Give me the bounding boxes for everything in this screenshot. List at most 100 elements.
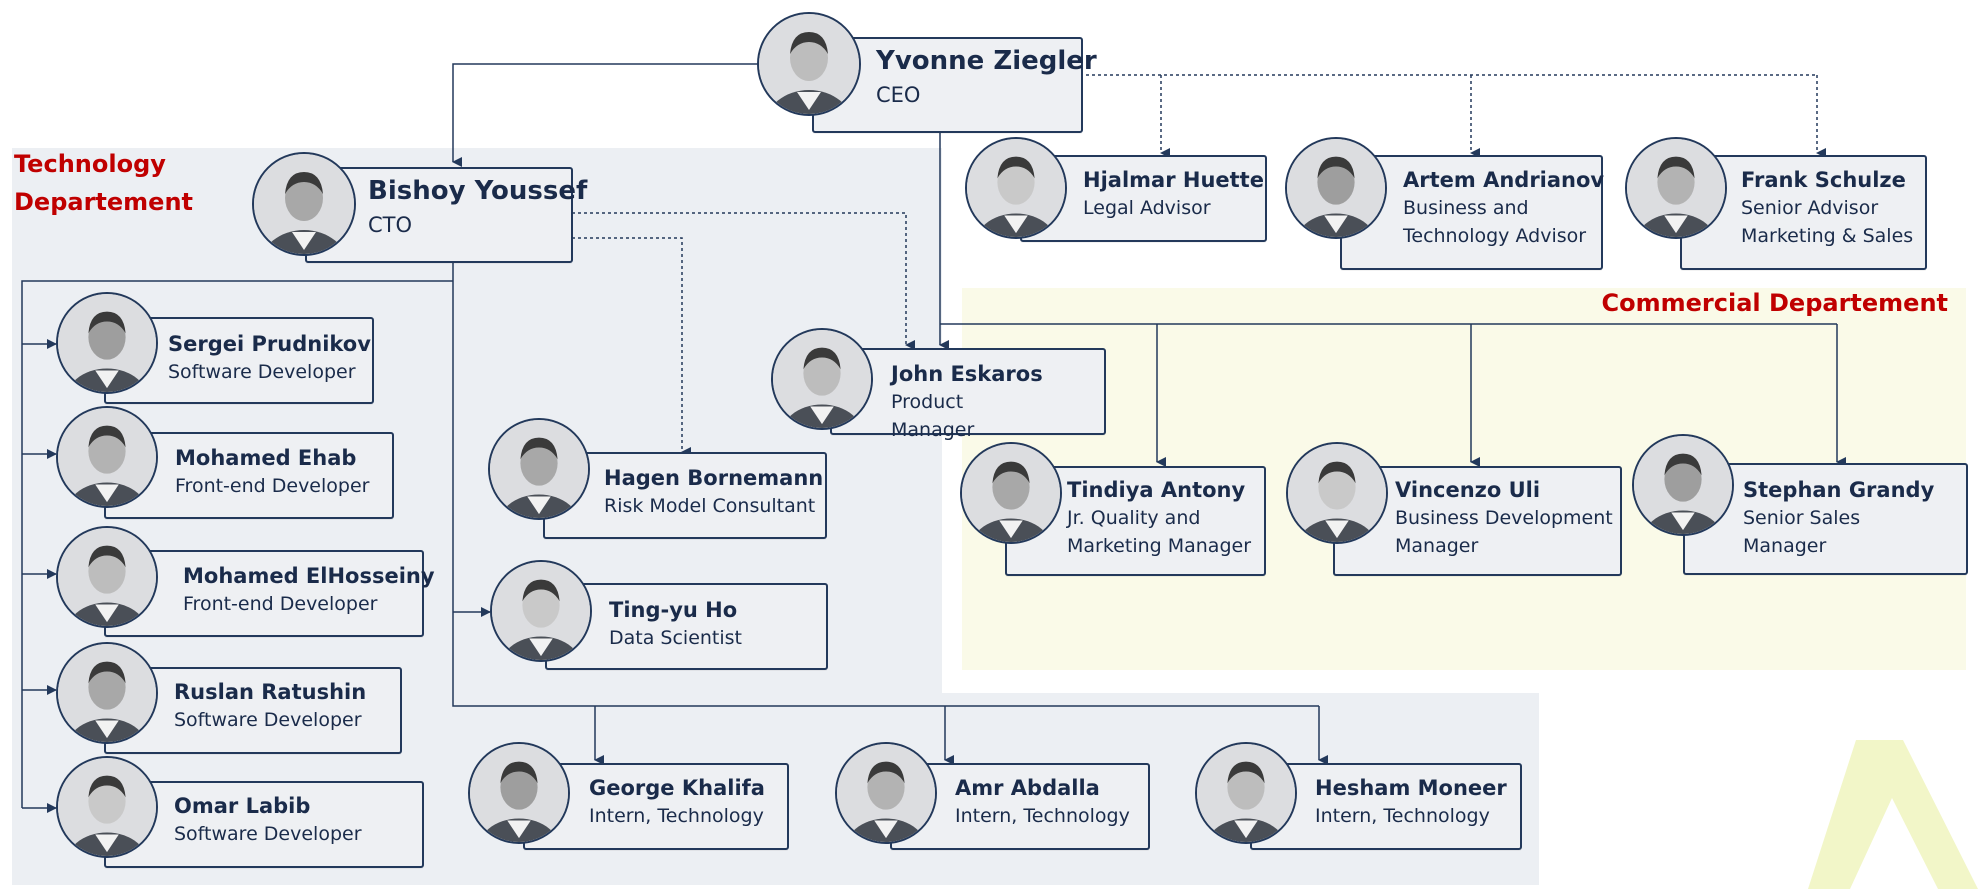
person-card-box: [545, 583, 828, 670]
person-photo-icon: [773, 330, 871, 428]
commercial-department-label: Commercial Departement: [1601, 289, 1948, 317]
technology-department-label-line1: Technology: [14, 150, 166, 178]
person-photo-icon: [1627, 139, 1725, 237]
person-role: Senior Sales Manager: [1743, 507, 1861, 557]
person-name: Artem Andrianov: [1403, 168, 1605, 192]
watermark-logo-icon: [1808, 740, 1978, 889]
person-photo-icon: [254, 154, 354, 254]
person-card-box: [830, 348, 1106, 435]
person-name: Tindiya Antony: [1067, 478, 1246, 502]
person-role: Intern, Technology: [955, 805, 1130, 827]
avatar: [1286, 442, 1388, 544]
person-photo-icon: [58, 644, 156, 742]
person-name: Ting-yu Ho: [609, 598, 738, 622]
cto-trunk-line: [452, 262, 1319, 707]
avatar: [468, 742, 570, 844]
person-photo-icon: [962, 444, 1060, 542]
person-role: Software Developer: [168, 361, 356, 383]
person-role: Senior Advisor Marketing & Sales: [1741, 197, 1914, 247]
person-photo-icon: [58, 528, 156, 626]
person-photo-icon: [490, 420, 588, 518]
avatar: [1632, 434, 1734, 536]
avatar: [965, 137, 1067, 239]
person-name: Stephan Grandy: [1743, 478, 1935, 502]
avatar: [56, 642, 158, 744]
person-role: CTO: [368, 213, 413, 237]
person-photo-icon: [1634, 436, 1732, 534]
avatar: [1285, 137, 1387, 239]
person-name: Hesham Moneer: [1315, 776, 1507, 800]
person-photo-icon: [492, 562, 590, 660]
person-name: Hagen Bornemann: [604, 466, 824, 490]
avatar: [56, 526, 158, 628]
avatar: [1195, 742, 1297, 844]
ceo-to-cto-line: [452, 63, 760, 167]
person-photo-icon: [1287, 139, 1385, 237]
person-photo-icon: [58, 294, 156, 392]
person-role: CEO: [876, 83, 921, 107]
person-role: Software Developer: [174, 823, 362, 845]
avatar: [1625, 137, 1727, 239]
person-role: Software Developer: [174, 709, 362, 731]
person-card-box: [543, 452, 827, 539]
person-card-box: [1250, 763, 1522, 850]
person-role: Jr. Quality and Marketing Manager: [1067, 507, 1252, 557]
avatar: [835, 742, 937, 844]
avatar: [960, 442, 1062, 544]
cto-to-product-dotted-line: [572, 212, 915, 350]
person-role: Legal Advisor: [1083, 197, 1211, 219]
person-name: Mohamed ElHosseiny: [183, 564, 435, 588]
person-photo-icon: [58, 408, 156, 506]
person-role: Product Manager: [891, 391, 975, 441]
person-photo-icon: [1197, 744, 1295, 842]
person-name: Amr Abdalla: [955, 776, 1100, 800]
avatar: [56, 756, 158, 858]
avatar: [56, 406, 158, 508]
technology-department-label-line2: Departement: [14, 188, 194, 216]
avatar: [252, 152, 356, 256]
person-photo-icon: [1288, 444, 1386, 542]
person-role: Business and Technology Advisor: [1403, 197, 1587, 247]
person-photo-icon: [837, 744, 935, 842]
cto-to-risk-dotted-line: [572, 237, 691, 457]
avatar: [771, 328, 873, 430]
person-photo-icon: [58, 758, 156, 856]
technology-department-label: Technology Departement: [14, 145, 193, 221]
person-role: Risk Model Consultant: [604, 495, 816, 517]
person-photo-icon: [967, 139, 1065, 237]
person-name: Hjalmar Huette: [1083, 168, 1264, 192]
person-photo-icon: [759, 14, 859, 114]
person-card-box: [104, 781, 424, 868]
avatar: [490, 560, 592, 662]
person-name: Frank Schulze: [1741, 168, 1906, 192]
person-name: Ruslan Ratushin: [174, 680, 367, 704]
person-role: Front-end Developer: [175, 475, 370, 497]
person-name: Omar Labib: [174, 794, 311, 818]
avatar: [757, 12, 861, 116]
person-name: John Eskaros: [891, 362, 1043, 386]
avatar: [488, 418, 590, 520]
person-name: George Khalifa: [589, 776, 765, 800]
person-role: Data Scientist: [609, 627, 742, 649]
person-role: Intern, Technology: [589, 805, 764, 827]
avatar: [56, 292, 158, 394]
person-card-text: Ting-yu Ho Data Scientist: [609, 596, 819, 652]
person-card-box: [104, 550, 424, 637]
person-name: Bishoy Youssef: [368, 176, 588, 206]
